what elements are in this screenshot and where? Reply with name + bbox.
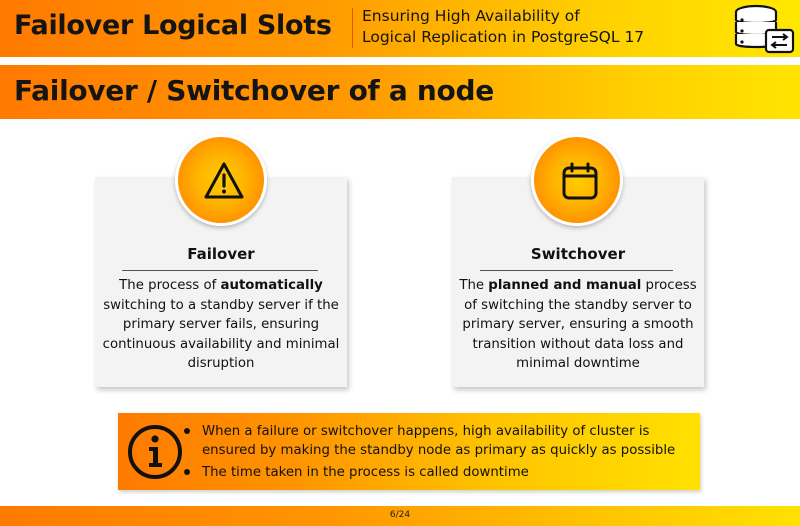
desc-text: The process of [119,278,221,293]
desc-text: switching to a standby server if the pri… [102,297,340,372]
desc-bold-text: automatically [220,278,323,293]
info-bullet: The time taken in the process is called … [182,463,697,482]
info-bar: When a failure or switchover happens, hi… [118,413,700,490]
warning-triangle-icon [204,162,244,199]
footer-bar: 6/24 [0,506,800,526]
card-description: The planned and manual process of switch… [456,276,700,374]
card-divider [122,270,318,271]
info-icon [128,425,182,479]
deck-subtitle: Ensuring High Availability of Logical Re… [362,6,644,48]
database-sync-icon [734,4,795,54]
card-title: Failover [187,245,255,263]
card-description: The process of automatically switching t… [99,276,343,374]
section-bar: Failover / Switchover of a node [0,65,800,119]
header-divider [352,8,353,48]
calendar-icon [562,162,598,200]
switchover-icon-circle [531,134,623,226]
subtitle-line-2: Logical Replication in PostgreSQL 17 [362,28,645,46]
card-title: Switchover [530,245,626,263]
desc-text: The [459,278,489,293]
subtitle-line-1: Ensuring High Availability of [362,7,580,25]
info-bullet-list: When a failure or switchover happens, hi… [182,422,697,485]
desc-text: process of switching the standby server … [462,278,697,371]
deck-title: Failover Logical Slots [14,10,332,41]
card-divider [480,270,673,271]
section-title: Failover / Switchover of a node [14,74,494,107]
header-bar: Failover Logical Slots Ensuring High Ava… [0,0,800,57]
failover-icon-circle [175,134,267,226]
page-number: 6/24 [389,510,411,520]
desc-bold-text: planned and manual [488,278,642,293]
switchover-card: Switchover The planned and manual proces… [452,177,704,387]
info-bullet: When a failure or switchover happens, hi… [182,422,697,460]
